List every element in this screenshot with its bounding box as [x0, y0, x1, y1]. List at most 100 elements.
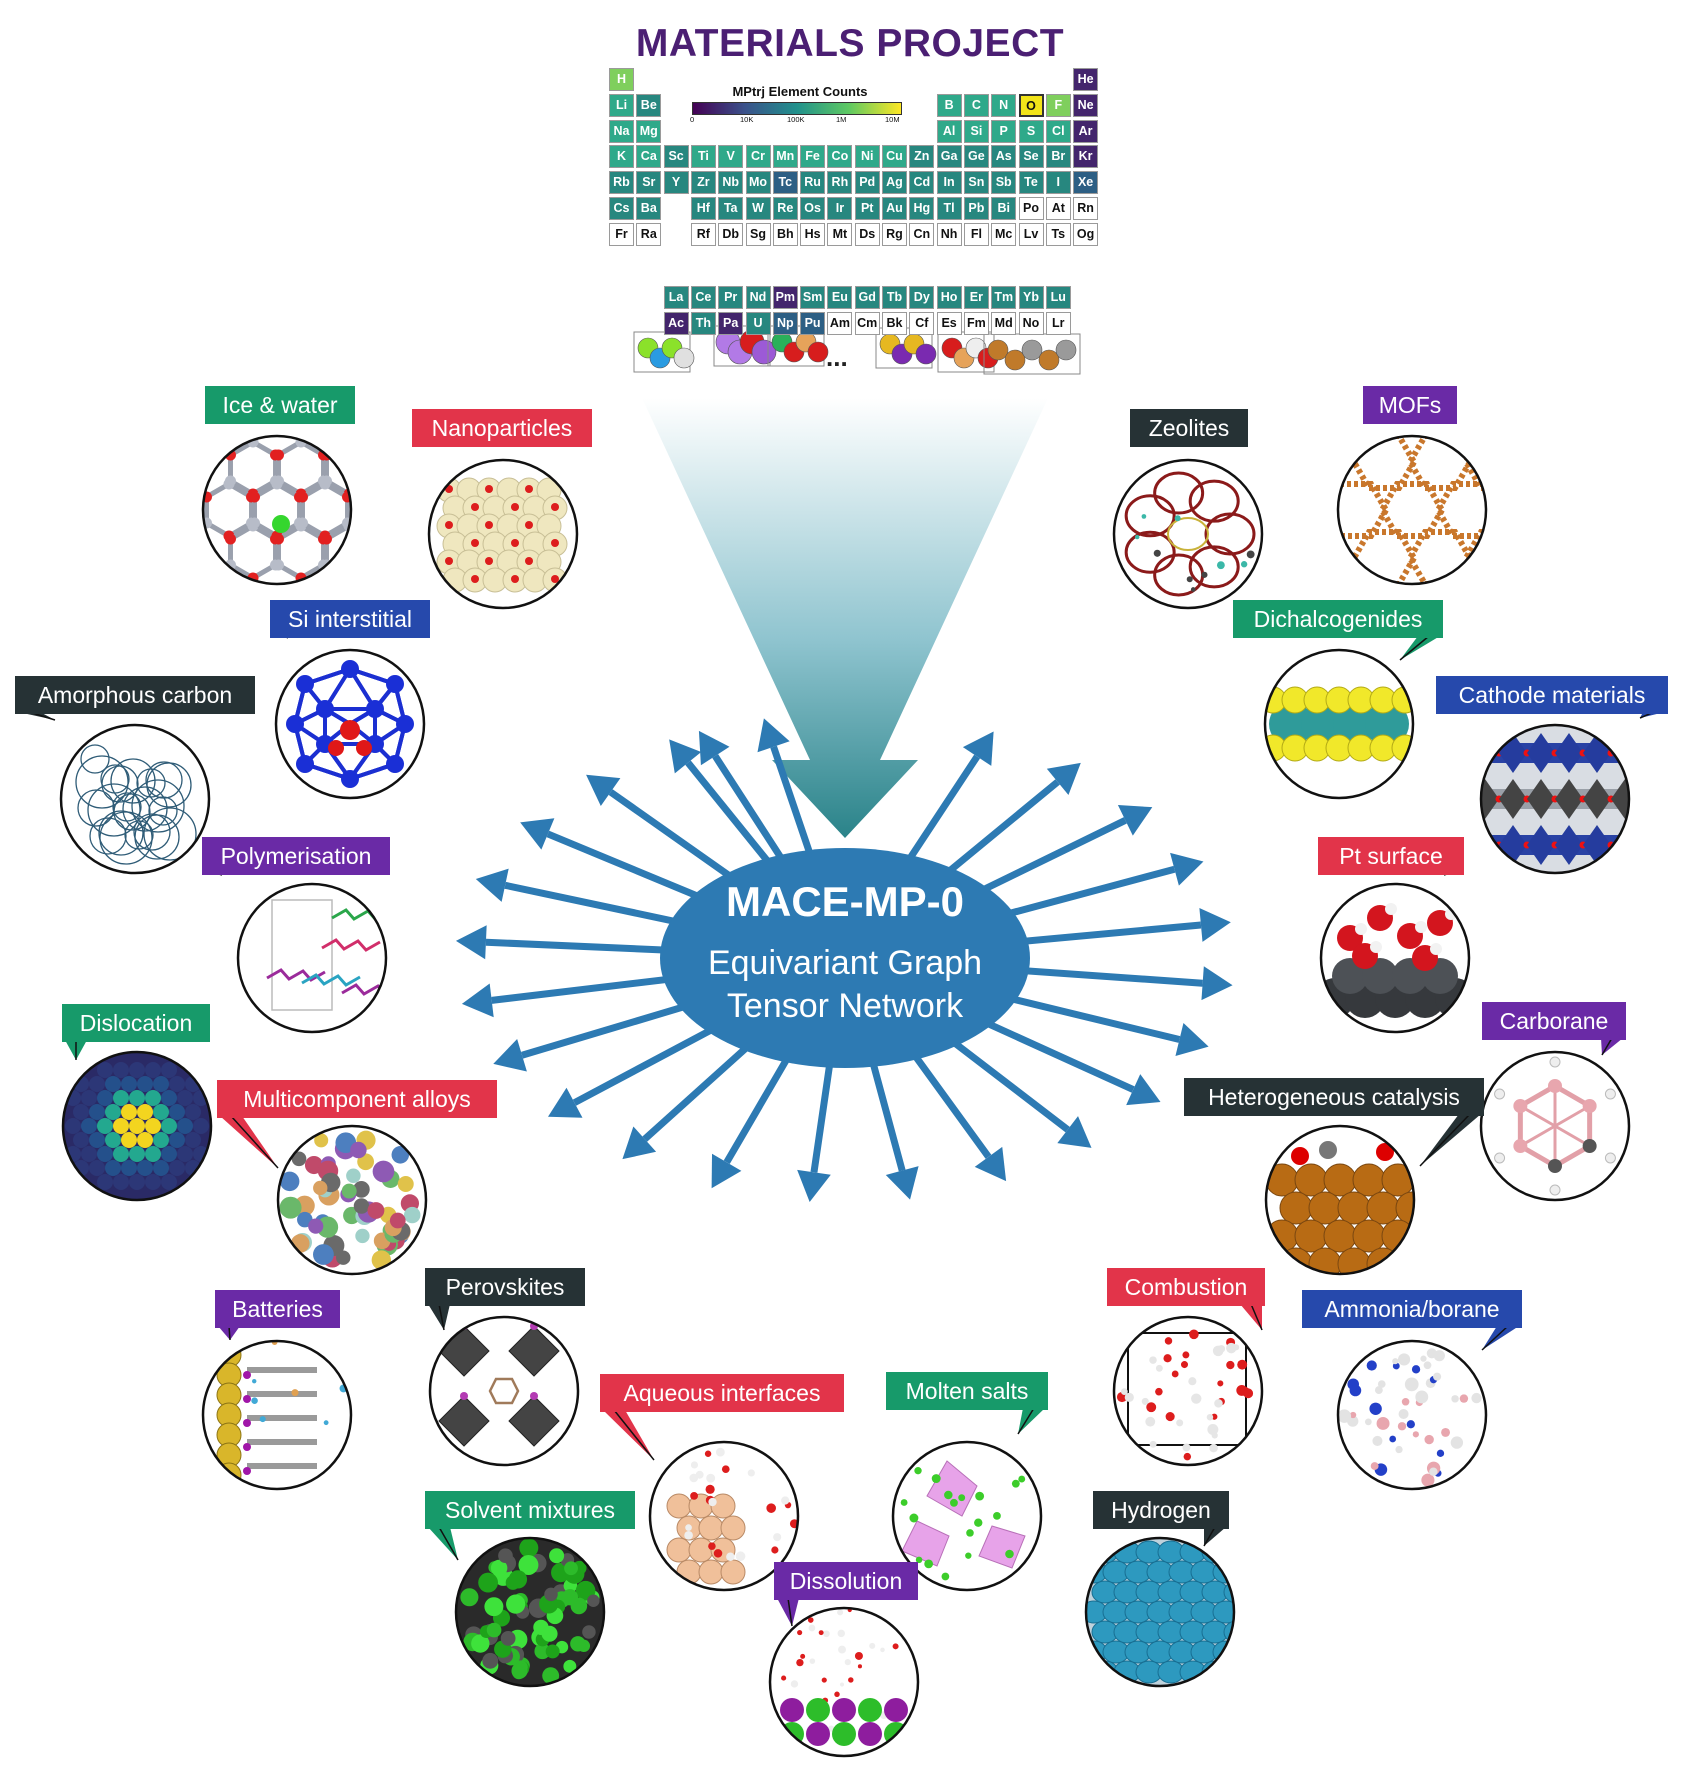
element-cell: Th — [690, 312, 716, 336]
element-cell: Pm — [772, 286, 798, 310]
element-cell: Cl — [1045, 119, 1071, 143]
element-cell: Ba — [636, 197, 662, 220]
mp-structure-thumbnail-icon — [633, 331, 695, 373]
element-cell: Og — [1073, 222, 1099, 246]
label-box — [425, 1268, 585, 1306]
output-arrow — [866, 1050, 919, 1200]
ammonia-borane-application: Ammonia/borane — [1302, 1290, 1522, 1491]
label-box — [412, 409, 592, 447]
element-cell: Li — [609, 93, 634, 117]
molten-structure-icon — [900, 1460, 1026, 1581]
label-box — [1093, 1491, 1229, 1529]
aqueous-interfaces-application: Aqueous interfaces — [600, 1374, 844, 1592]
output-arrow — [904, 1042, 1007, 1182]
batteries-application: Batteries — [201, 1290, 353, 1491]
element-cell: U — [745, 312, 771, 336]
element-cell: Na — [609, 119, 634, 143]
element-cell: Tc — [772, 171, 798, 195]
output-arrow — [797, 1052, 835, 1202]
output-arrow — [548, 1016, 733, 1118]
combustion-application: Combustion — [1107, 1268, 1265, 1467]
element-cell: Md — [991, 312, 1017, 336]
element-cell: Ru — [800, 171, 826, 195]
element-cell: Bh — [772, 222, 798, 246]
molten-salts-application: Molten salts — [886, 1372, 1048, 1592]
label-box — [1302, 1290, 1522, 1328]
element-cell: Nh — [936, 222, 962, 246]
element-cell: Fe — [800, 145, 826, 169]
application-label: Zeolites — [1149, 415, 1230, 441]
nanoparticles-application: Nanoparticles — [412, 409, 592, 610]
element-cell: Ds — [854, 222, 880, 246]
label-box — [62, 1004, 210, 1042]
element-cell: Cn — [909, 222, 935, 246]
label-box — [1363, 386, 1457, 424]
element-cell: Nb — [718, 171, 744, 195]
element-cell: Tb — [882, 286, 907, 310]
output-arrow — [933, 762, 1081, 886]
multicomponent-alloys-application: Multicomponent alloys — [217, 1080, 497, 1276]
element-cell: Os — [800, 197, 826, 220]
ammonia-structure-icon — [1338, 1348, 1482, 1487]
output-arrow — [899, 731, 994, 873]
element-cell: Tm — [991, 286, 1017, 310]
element-cell: Ti — [690, 145, 716, 169]
element-cell: Rn — [1073, 197, 1099, 220]
output-arrow — [984, 988, 1209, 1057]
output-arrow — [937, 1028, 1092, 1148]
output-arrow — [520, 818, 722, 909]
application-label: Multicomponent alloys — [243, 1086, 471, 1112]
mp-structure-thumbnail-icon — [767, 325, 829, 367]
zeolites-application: Zeolites — [1112, 409, 1264, 610]
label-box — [270, 600, 430, 638]
output-arrow — [475, 868, 704, 931]
element-cell: Si — [963, 119, 989, 143]
mp-structure-thumbnail-icon — [875, 327, 937, 369]
label-pointer — [1204, 1527, 1226, 1546]
label-box — [774, 1562, 918, 1600]
element-cell: Mn — [772, 145, 798, 169]
label-box — [1233, 600, 1443, 638]
label-pointer — [1240, 1304, 1262, 1330]
element-cell: Be — [636, 93, 662, 117]
element-cell: B — [936, 93, 962, 117]
label-box — [1436, 676, 1668, 714]
surface-structure-icon — [1321, 903, 1469, 1018]
element-cell: Fm — [963, 312, 989, 336]
label-pointer — [777, 1598, 799, 1626]
icosa-structure-icon — [1494, 1056, 1616, 1196]
element-cell: Lr — [1045, 312, 1071, 336]
gas-structure-icon — [1116, 1329, 1254, 1461]
colorbar-tick: 10K — [740, 115, 754, 124]
element-cell: Cu — [882, 145, 907, 169]
application-label: Hydrogen — [1111, 1497, 1211, 1523]
element-cell: Y — [663, 171, 689, 195]
dislocation-structure-icon — [63, 1052, 211, 1200]
element-cell: Pt — [854, 197, 880, 220]
page-title: MATERIALS PROJECT — [635, 22, 1065, 65]
element-cell: Ni — [854, 145, 880, 169]
element-cell: Gd — [854, 286, 880, 310]
element-cell: Sg — [745, 222, 771, 246]
label-pointer — [1601, 1038, 1623, 1055]
element-cell: Co — [827, 145, 853, 169]
element-cell: Mc — [991, 222, 1017, 246]
element-cell: At — [1045, 197, 1071, 220]
element-cell: In — [936, 171, 962, 195]
element-cell: Am — [827, 312, 853, 336]
element-cell: O — [1018, 93, 1044, 117]
dislocation-application: Dislocation — [61, 1004, 213, 1202]
element-cell: Ge — [963, 145, 989, 169]
element-cell: Pd — [854, 171, 880, 195]
element-cell: Pu — [800, 312, 826, 336]
application-label: Dichalcogenides — [1254, 606, 1423, 632]
element-cell: Ga — [936, 145, 962, 169]
element-cell: Cs — [609, 197, 634, 220]
element-cell: Tl — [936, 197, 962, 220]
element-cell: V — [718, 145, 744, 169]
application-label: Solvent mixtures — [445, 1497, 615, 1523]
element-cell: Ag — [882, 171, 907, 195]
element-cell: Zn — [909, 145, 935, 169]
element-cell: Mo — [745, 171, 771, 195]
